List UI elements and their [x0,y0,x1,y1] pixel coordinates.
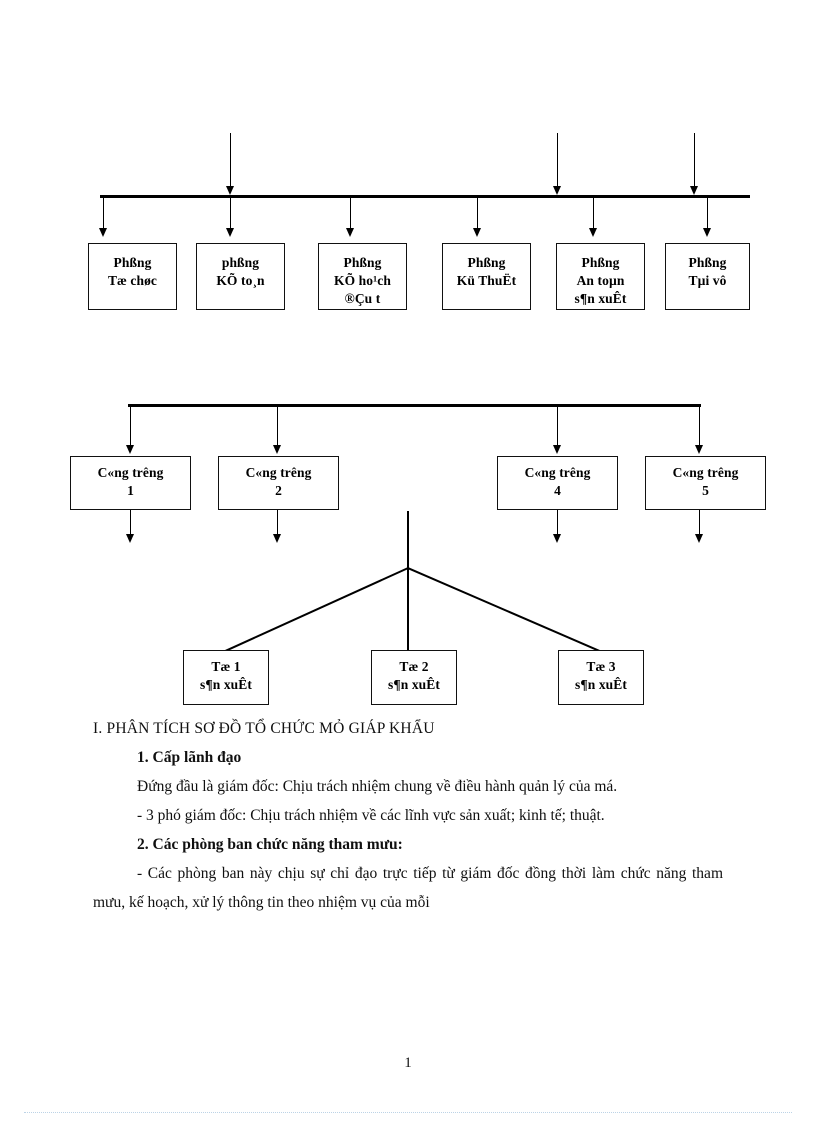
subsection-1-paragraph-1: Đứng đầu là giám đốc: Chịu trách nhiệm c… [137,778,618,795]
subsection-2-paragraph-1: - Các phòng ban này chịu sự chỉ đạo trực… [93,865,723,911]
dept-box-line-2: An toµn [576,272,625,288]
drop-connector-1 [103,197,104,231]
worksite-outflow-arrowhead-2 [272,534,281,543]
drop-arrowhead-6 [702,228,711,237]
dept-box-line-1: Phßng [581,255,620,270]
team-box-line-1: Tæ 1 [211,659,241,674]
dept-box-line-3: s¶n xuÊt [574,290,627,306]
team-box-line-2: s¶n xuÊt [200,676,252,692]
drop-arrowhead-3 [345,228,354,237]
worksite-box-line-2: 5 [702,482,709,498]
team-box-line-2: s¶n xuÊt [575,676,627,692]
worksite-outflow-arrowhead-5 [694,534,703,543]
worksite-box-1[interactable]: C«ng trêng 1 [70,456,191,510]
team-spine-connector [407,511,409,651]
incoming-arrowhead-3 [689,186,698,195]
worksite-box-line-1: C«ng trêng [97,465,164,480]
dept-box-line-2: Kü ThuËt [456,272,517,288]
worksite-outflow-arrowhead-4 [552,534,561,543]
dept-box-to-chuc[interactable]: Phßng Tæ chøc [88,243,177,310]
worksite-arrowhead-4 [552,445,561,454]
incoming-arrowhead-1 [225,186,234,195]
drop-connector-5 [593,197,594,231]
drop-arrowhead-4 [472,228,481,237]
worksite-connector-5 [699,406,700,448]
dept-box-line-1: Phßng [343,255,382,270]
worksite-arrowhead-2 [272,445,281,454]
footer-rule [24,1112,792,1113]
worksite-outflow-5 [699,510,700,537]
drop-arrowhead-2 [225,228,234,237]
dept-box-ky-thuat[interactable]: Phßng Kü ThuËt [442,243,531,310]
worksite-box-5[interactable]: C«ng trêng 5 [645,456,766,510]
worksite-box-line-1: C«ng trêng [245,465,312,480]
dept-box-line-2: Tµi vô [688,272,727,288]
dept-box-ke-toan[interactable]: phßng KÕ to¸n [196,243,285,310]
team-box-2[interactable]: Tæ 2 s¶n xuÊt [371,650,457,705]
subsection-1-heading: 1. Cấp lãnh đạo [137,749,242,766]
distribution-bus-level-1 [100,195,750,198]
incoming-arrowhead-2 [552,186,561,195]
subsection-1-paragraph-2: - 3 phó giám đốc: Chịu trách nhiệm về cá… [137,807,605,824]
drop-arrowhead-5 [588,228,597,237]
dept-box-line-1: Phßng [688,255,727,270]
worksite-connector-1 [130,406,131,448]
worksite-outflow-2 [277,510,278,537]
dept-box-line-1: phßng [221,255,260,270]
incoming-connector-3 [694,133,695,190]
page-number: 1 [404,1055,412,1071]
dept-box-line-3: ®Çu t [344,290,381,306]
team-diagonal-right [407,567,600,652]
worksite-arrowhead-1 [125,445,134,454]
dept-box-line-1: Phßng [113,255,152,270]
dept-box-line-2: KÕ ho¹ch [334,272,391,288]
dept-box-line-2: Tæ chøc [107,272,158,288]
team-box-line-1: Tæ 2 [399,659,429,674]
subsection-2-heading: 2. Các phòng ban chức năng tham mưu: [137,836,403,853]
team-box-3[interactable]: Tæ 3 s¶n xuÊt [558,650,644,705]
incoming-connector-2 [557,133,558,190]
worksite-box-line-2: 2 [275,482,282,498]
worksite-arrowhead-5 [694,445,703,454]
worksite-box-line-2: 1 [127,482,134,498]
worksite-connector-4 [557,406,558,448]
drop-connector-4 [477,197,478,231]
worksite-outflow-4 [557,510,558,537]
worksite-box-4[interactable]: C«ng trêng 4 [497,456,618,510]
worksite-outflow-1 [130,510,131,537]
dept-box-tai-vu[interactable]: Phßng Tµi vô [665,243,750,310]
worksite-connector-2 [277,406,278,448]
drop-connector-3 [350,197,351,231]
drop-arrowhead-1 [98,228,107,237]
team-box-line-1: Tæ 3 [586,659,616,674]
article-body: I. PHÂN TÍCH SƠ ĐỒ TỔ CHỨC MỎ GIÁP KHẨU … [0,714,816,917]
drop-connector-2 [230,197,231,231]
worksite-outflow-arrowhead-1 [125,534,134,543]
dept-box-line-1: Phßng [467,255,506,270]
team-box-line-2: s¶n xuÊt [388,676,440,692]
worksite-box-2[interactable]: C«ng trêng 2 [218,456,339,510]
team-box-1[interactable]: Tæ 1 s¶n xuÊt [183,650,269,705]
dept-box-an-toan-san-xuat[interactable]: Phßng An toµn s¶n xuÊt [556,243,645,310]
dept-box-ke-hoach-dau-tu[interactable]: Phßng KÕ ho¹ch ®Çu t [318,243,407,310]
section-heading: I. PHÂN TÍCH SƠ ĐỒ TỔ CHỨC MỎ GIÁP KHẨU [93,720,435,737]
team-diagonal-left [225,566,409,652]
worksite-box-line-1: C«ng trêng [672,465,739,480]
incoming-connector-1 [230,133,231,190]
distribution-bus-level-2 [128,404,701,407]
drop-connector-6 [707,197,708,231]
worksite-box-line-2: 4 [554,482,561,498]
worksite-box-line-1: C«ng trêng [524,465,591,480]
dept-box-line-2: KÕ to¸n [216,272,265,288]
